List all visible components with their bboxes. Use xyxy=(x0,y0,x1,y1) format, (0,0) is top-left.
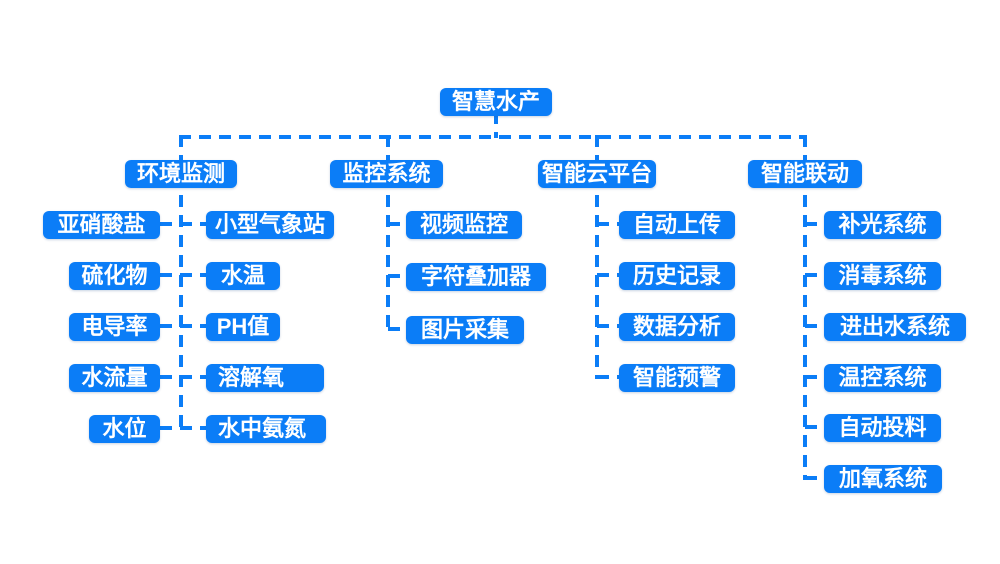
node-linkage-auto-feeding[interactable]: 自动投料 xyxy=(824,414,941,442)
connector-spine-env xyxy=(179,175,183,430)
connector-env-row2 xyxy=(160,273,206,277)
node-branch-cloud[interactable]: 智能云平台 xyxy=(538,160,656,188)
connector-monitor-row3 xyxy=(388,327,406,331)
node-env-ph[interactable]: PH值 xyxy=(206,313,280,341)
connector-cloud-row4 xyxy=(597,375,619,379)
connector-spine-cloud xyxy=(595,175,599,379)
connector-cloud-row2 xyxy=(597,273,619,277)
node-linkage-disinfection[interactable]: 消毒系统 xyxy=(824,262,941,290)
connector-linkage-row2 xyxy=(805,273,824,277)
connector-env-row3 xyxy=(160,324,206,328)
connector-linkage-row6 xyxy=(805,476,824,480)
node-env-flow[interactable]: 水流量 xyxy=(69,364,160,392)
node-cloud-auto-upload[interactable]: 自动上传 xyxy=(619,211,735,239)
connector-env-row5 xyxy=(160,426,206,430)
connector-top-horizontal xyxy=(179,135,807,139)
connector-branch-stub-env xyxy=(179,135,183,162)
node-env-nitrite[interactable]: 亚硝酸盐 xyxy=(43,211,160,239)
connector-monitor-row1 xyxy=(388,222,406,226)
connector-cloud-row1 xyxy=(597,222,619,226)
connector-linkage-row4 xyxy=(805,375,824,379)
node-branch-monitor[interactable]: 监控系统 xyxy=(330,160,443,188)
connector-linkage-row3 xyxy=(805,324,824,328)
connector-cloud-row3 xyxy=(597,324,619,328)
node-linkage-oxygenation[interactable]: 加氧系统 xyxy=(824,465,942,493)
node-env-ammonia[interactable]: 水中氨氮 xyxy=(206,415,326,443)
node-env-water-level[interactable]: 水位 xyxy=(89,415,160,443)
node-env-weather-station[interactable]: 小型气象站 xyxy=(206,211,334,239)
connector-linkage-row1 xyxy=(805,222,824,226)
connector-linkage-row5 xyxy=(805,425,824,429)
node-linkage-temp-control[interactable]: 温控系统 xyxy=(824,364,941,392)
node-root[interactable]: 智慧水产 xyxy=(440,88,552,116)
connector-monitor-row2 xyxy=(388,274,406,278)
node-linkage-lighting[interactable]: 补光系统 xyxy=(824,211,941,239)
connector-env-row4 xyxy=(160,375,206,379)
node-branch-linkage[interactable]: 智能联动 xyxy=(748,160,862,188)
node-env-sulfide[interactable]: 硫化物 xyxy=(69,262,160,290)
node-env-dissolved-oxygen[interactable]: 溶解氧 xyxy=(206,364,324,392)
connector-branch-stub-monitor xyxy=(386,135,390,162)
node-monitor-image-capture[interactable]: 图片采集 xyxy=(406,316,524,344)
connector-env-row1 xyxy=(160,222,206,226)
node-branch-env[interactable]: 环境监测 xyxy=(125,160,237,188)
node-monitor-osd[interactable]: 字符叠加器 xyxy=(406,263,546,291)
connector-spine-monitor xyxy=(386,175,390,331)
connector-root-stub xyxy=(494,112,498,138)
node-cloud-smart-alert[interactable]: 智能预警 xyxy=(619,364,735,392)
connector-branch-stub-cloud xyxy=(595,135,599,162)
node-monitor-video[interactable]: 视频监控 xyxy=(406,211,522,239)
node-linkage-water-inout[interactable]: 进出水系统 xyxy=(824,313,966,341)
node-env-conductivity[interactable]: 电导率 xyxy=(69,313,160,341)
node-cloud-data-analysis[interactable]: 数据分析 xyxy=(619,313,735,341)
node-cloud-history[interactable]: 历史记录 xyxy=(619,262,735,290)
connector-branch-stub-linkage xyxy=(803,135,807,162)
node-env-water-temp[interactable]: 水温 xyxy=(206,262,280,290)
